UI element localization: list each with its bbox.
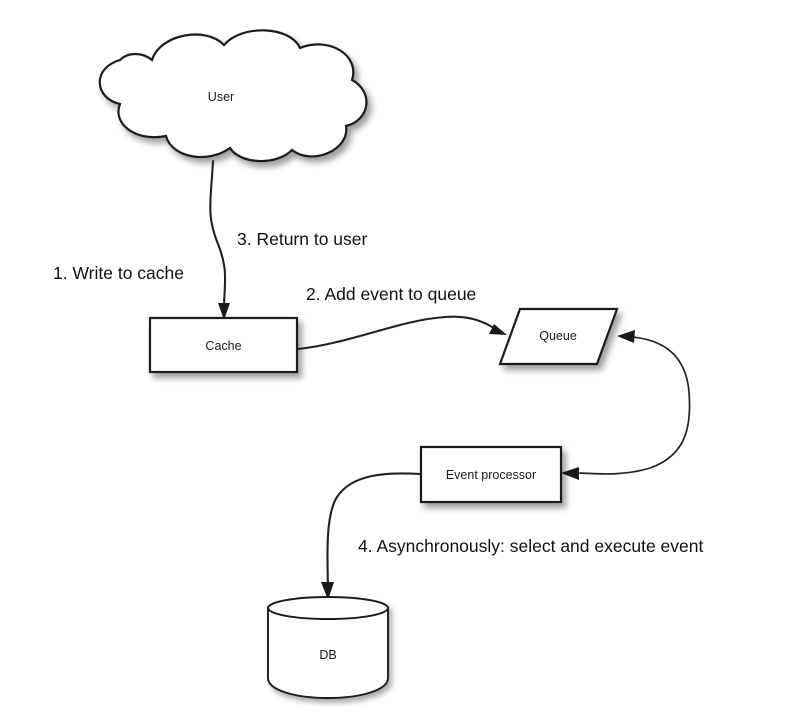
edge-processor-to-queue-arrowhead-queue — [617, 330, 635, 343]
db-body — [267, 607, 389, 699]
edge-processor-to-queue-arrowhead-processor — [561, 467, 579, 480]
edge-add-event-to-queue[interactable] — [296, 315, 507, 351]
edge-add-event-to-queue-line — [296, 315, 499, 351]
cache-shape — [148, 316, 299, 374]
node-cache-label: Cache — [205, 339, 241, 353]
edge-execute-event-arrowhead — [321, 582, 334, 600]
node-queue-label: Queue — [539, 329, 577, 343]
label-step-2: 2. Add event to queue — [306, 284, 476, 304]
edge-processor-to-queue-line — [579, 336, 691, 475]
edge-add-event-to-queue-arrowhead — [489, 324, 507, 335]
edge-write-to-cache[interactable] — [209, 159, 230, 320]
node-db-label: DB — [319, 648, 336, 662]
node-event-processor[interactable]: Event processor — [419, 445, 563, 504]
node-cache[interactable]: Cache — [148, 316, 299, 374]
edge-processor-to-queue[interactable] — [561, 330, 691, 480]
cloud-shape — [98, 29, 368, 163]
edge-execute-event-line — [326, 472, 422, 590]
edge-write-to-cache-line — [209, 159, 227, 311]
node-user[interactable]: User — [98, 29, 368, 163]
node-db[interactable]: DB — [267, 596, 389, 699]
node-event-processor-label: Event processor — [446, 468, 536, 482]
label-step-1: 1. Write to cache — [53, 263, 184, 283]
edge-write-to-cache-arrowhead — [218, 303, 230, 320]
label-step-4: 4. Asynchronously: select and execute ev… — [358, 536, 703, 556]
edge-execute-event[interactable] — [321, 472, 422, 600]
node-queue[interactable]: Queue — [498, 307, 619, 366]
db-top-ellipse — [267, 596, 389, 620]
event-processor-shape — [419, 445, 563, 504]
queue-shape — [498, 307, 619, 366]
label-step-3: 3. Return to user — [237, 229, 368, 249]
node-user-label: User — [208, 90, 234, 104]
